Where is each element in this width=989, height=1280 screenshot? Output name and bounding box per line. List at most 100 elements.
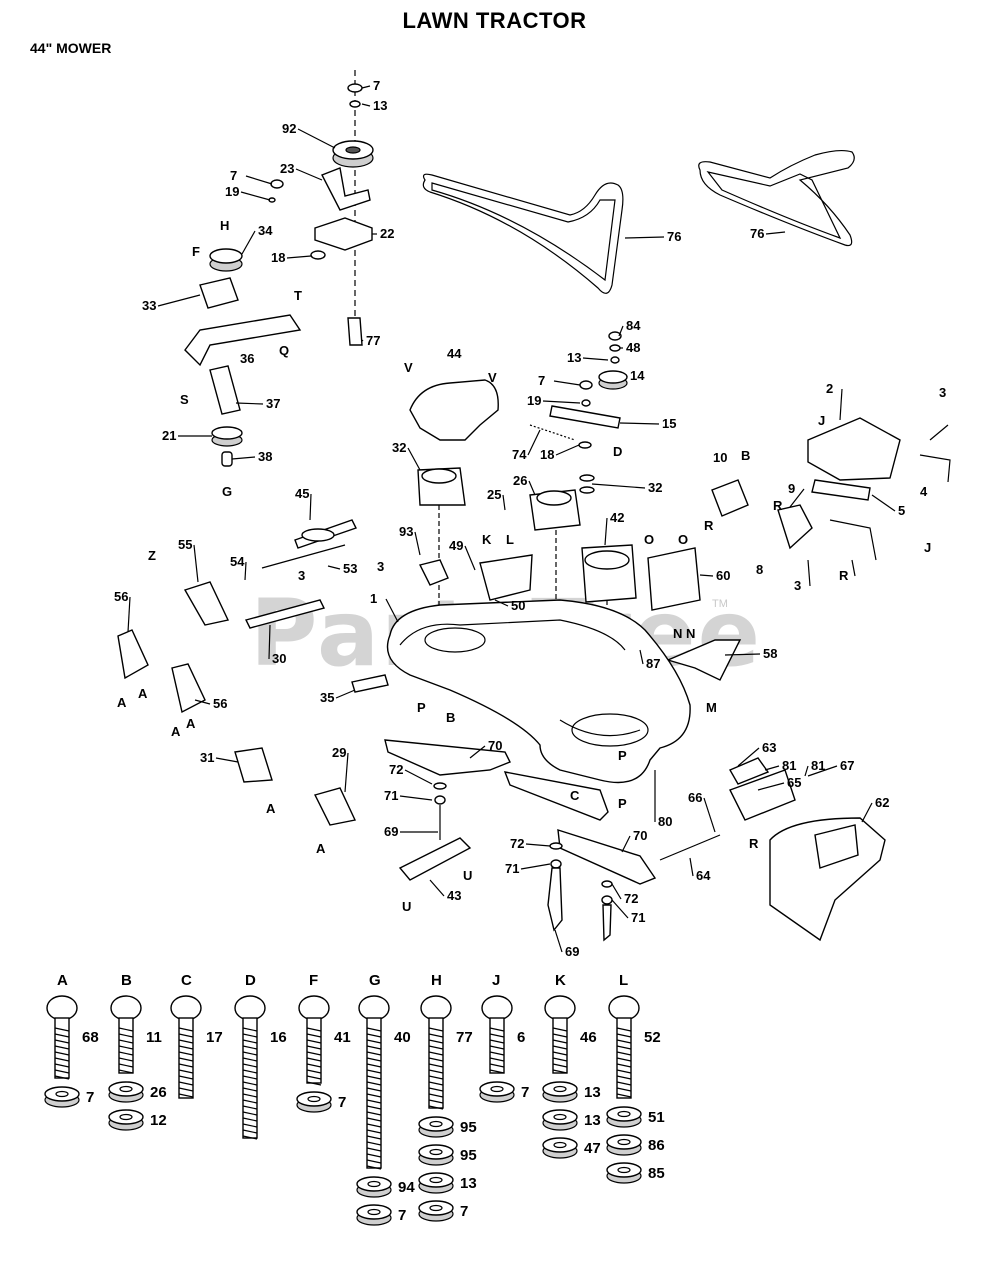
callout-label: 23 [280,161,294,176]
callout-label: N [686,626,695,641]
bolt-thread [616,1063,632,1068]
bolt-thread [242,1129,258,1134]
callout-leader [385,598,399,623]
bolt-thread [306,1039,322,1044]
bolt-thread [54,1027,70,1032]
hardware-letter: J [492,972,500,989]
callout-label: 3 [298,568,305,583]
washer-part-number: 13 [584,1084,601,1101]
diagram-title: LAWN TRACTOR [402,8,587,33]
hardware-letter: L [619,972,628,989]
callout-label: M [706,700,717,715]
washer-part-number: 7 [338,1094,346,1111]
bolt-thread [428,1027,444,1032]
callout-leader [724,653,761,656]
bolt-thread [616,1039,632,1044]
callout-label: 77 [366,333,380,348]
washer-part-number: 7 [460,1203,468,1220]
callout-label: L [506,532,514,547]
bolt-thread [428,1075,444,1080]
washer-nut-top [479,1081,515,1097]
washer-nut-top [418,1144,454,1160]
bolt-thread [366,1123,382,1128]
bolt-thread [306,1027,322,1032]
callout-leader [611,883,622,900]
bolt-head [46,995,78,1021]
callout-leader [764,765,780,771]
bolt-thread [178,1093,194,1098]
callout-label: D [613,444,622,459]
callout-label: H [220,218,229,233]
bolt-thread [178,1075,194,1080]
callout-leader [193,544,199,583]
bolt-thread [552,1039,568,1044]
bolt-thread [366,1051,382,1056]
bolt-head [608,995,640,1021]
callout-label: 29 [332,745,346,760]
bolt-head [544,995,576,1021]
callout-label: 70 [633,828,647,843]
bolt-head [420,995,452,1021]
idler-assembly-center [409,331,637,725]
washer-hole [617,1166,631,1174]
bolt-thread [428,1069,444,1074]
callout-label: 7 [230,168,237,183]
washer-part-number: 26 [150,1084,167,1101]
callout-label: Z [148,548,156,563]
callout-leader [619,422,660,425]
callout-leader [361,103,371,107]
bolt-thread [306,1069,322,1074]
callout-label: 64 [696,868,711,883]
callout-leader [361,85,371,89]
callout-leader [241,230,256,255]
hardware-letter: D [245,972,256,989]
bolt-thread [552,1033,568,1038]
diagram-subtitle: 44" MOWER [30,40,112,56]
hardware-letter: F [309,972,318,989]
callout-label: 37 [266,396,280,411]
callout-label: 32 [648,480,662,495]
callout-leader [699,574,714,577]
bolt-thread [366,1027,382,1032]
bolt-thread [428,1063,444,1068]
bolt-thread [242,1063,258,1068]
callout-label: T [294,288,302,303]
washer-hole [553,1113,567,1121]
callout-leader [737,747,760,767]
bolt-thread [366,1153,382,1158]
washer-nut-top [44,1086,80,1102]
washer-hole [553,1085,567,1093]
callout-label: 76 [667,229,681,244]
bolt-thread [242,1039,258,1044]
washer-part-number: 12 [150,1112,167,1129]
callout-label: 65 [787,775,801,790]
callout-label: 55 [178,537,192,552]
callout-label: 26 [513,473,527,488]
bolt-thread [616,1093,632,1098]
bolt-thread [366,1075,382,1080]
callout-leader [407,447,421,471]
callout-label: 92 [282,121,296,136]
bolt-thread [366,1033,382,1038]
callout-label: 3 [794,578,801,593]
hardware-letter: K [555,972,566,989]
bolt-thread [306,1081,322,1086]
bolt-thread [178,1057,194,1062]
callout-leader [335,689,356,699]
bolt-thread [178,1087,194,1092]
callout-label: R [704,518,714,533]
bolt-thread [616,1045,632,1050]
callout-leader [804,765,809,777]
callout-leader [404,769,433,785]
bolt-thread [242,1099,258,1104]
bolt-thread [616,1051,632,1056]
bolt-thread [489,1051,505,1056]
callout-label: K [482,532,492,547]
bolt-thread [428,1057,444,1062]
hardware-letter: G [369,972,381,989]
callout-label: 48 [626,340,640,355]
callout-label: F [192,244,200,259]
bolt-thread [366,1129,382,1134]
